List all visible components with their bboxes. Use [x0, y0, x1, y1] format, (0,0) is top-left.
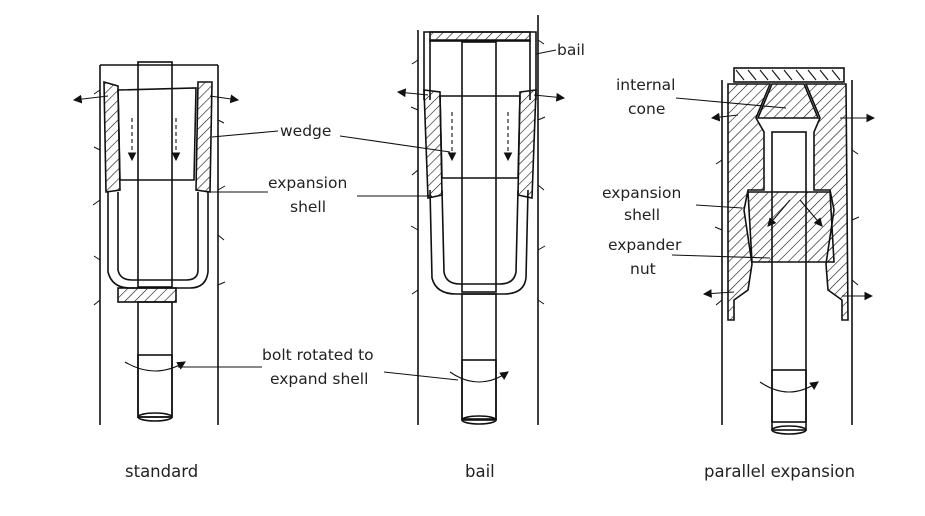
label-wedge: wedge [280, 122, 331, 140]
standard-anchor [72, 61, 240, 425]
expand-arrow-right [533, 92, 566, 102]
borehole-wall-right [537, 15, 546, 425]
caption-parallel-expansion: parallel expansion [704, 462, 855, 481]
label-expansion-shell-right-line1: expansion [602, 184, 681, 202]
label-expander-nut-line1: expander [608, 236, 682, 254]
wedge-down-arrows [447, 112, 513, 162]
expander-nut [747, 191, 835, 263]
threaded-bolt [461, 41, 497, 293]
label-internal-cone-line1: internal [616, 76, 675, 94]
wedge [117, 87, 197, 181]
label-expansion-shell-line1: expansion [268, 174, 347, 192]
rotation-arrow [124, 361, 186, 372]
caption-bail: bail [465, 462, 495, 481]
expand-arrow-lower-left [702, 289, 735, 298]
nut-arrow-left [767, 199, 791, 227]
caption-standard: standard [125, 462, 198, 481]
expansion-shell-left [423, 89, 443, 199]
leader-lines [178, 49, 787, 381]
borehole-wall-left [714, 80, 723, 425]
threaded-bolt [137, 61, 173, 288]
expansion-shell-left [103, 80, 121, 193]
rotation-arrow [449, 371, 509, 383]
label-expansion-shell-right-line2: shell [624, 206, 660, 224]
label-expander-nut-line2: nut [630, 260, 656, 278]
expansion-shell-right [804, 83, 849, 321]
labels: wedge expansion shell bolt rotated to ex… [262, 41, 682, 388]
threaded-bolt [771, 131, 807, 423]
borehole-wall-left [410, 30, 419, 425]
bolt-shank [461, 293, 497, 420]
captions: standard bail parallel expansion [125, 462, 855, 481]
expand-arrow-right [209, 94, 240, 104]
top-plate [733, 67, 845, 83]
shell-nut [117, 287, 177, 303]
label-bolt-rotated-line2: expand shell [270, 370, 368, 388]
expansion-shell-right [195, 81, 213, 193]
internal-cone [756, 83, 820, 119]
rotation-arrow [759, 381, 819, 393]
bail-strap [429, 39, 531, 100]
label-bolt-rotated-line1: bolt rotated to [262, 346, 374, 364]
bail-anchor [396, 15, 566, 425]
expand-arrow-left [396, 88, 429, 98]
wedge-down-arrows [127, 118, 181, 162]
bolt-shank [137, 301, 173, 418]
label-internal-cone-line2: cone [628, 100, 665, 118]
expand-arrow-left [72, 94, 109, 104]
borehole-wall-right [217, 65, 226, 425]
expansion-shell-left [727, 83, 772, 321]
label-bail: bail [557, 41, 585, 59]
borehole-wall-right [851, 80, 860, 425]
borehole-wall-left [92, 65, 101, 425]
parallel-expansion-anchor [702, 67, 876, 435]
expansion-shell-right [517, 89, 537, 199]
label-expansion-shell-line2: shell [290, 198, 326, 216]
shell-body [107, 192, 209, 289]
nut-arrow-right [799, 199, 823, 227]
expand-arrow-upper-left [710, 112, 739, 122]
